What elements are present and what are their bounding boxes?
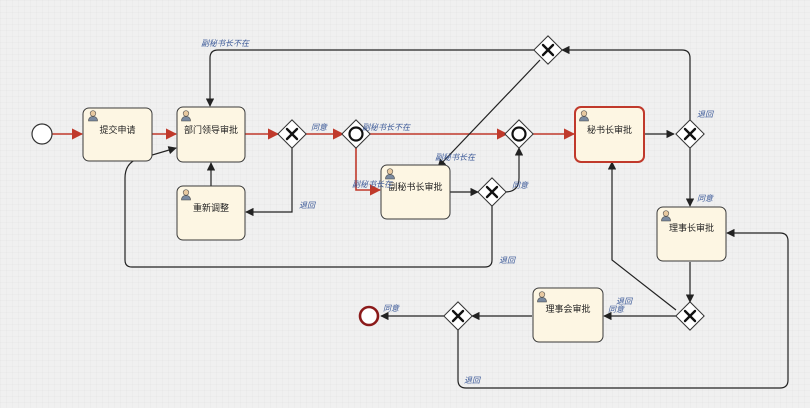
label-return-2: 退回 [499,256,516,265]
gateway-deputy-check[interactable] [341,119,371,149]
x-gateway-icon [541,43,555,57]
circle-gateway-icon [348,126,364,142]
task-submit[interactable]: 提交申请 [82,107,153,162]
circle-gateway-icon [511,126,527,142]
label-deputy-present-1: 副秘书长在 [435,153,476,162]
task-dept-approve[interactable]: 部门领导审批 [176,106,246,163]
task-director-label: 理事长审批 [669,222,714,234]
flow-topgw-dept[interactable] [205,49,534,107]
flow-gwdeputy-dept[interactable] [124,146,493,268]
gateway-top-deputy-check[interactable] [533,35,563,65]
task-council-label: 理事会审批 [545,303,590,315]
task-secretary-approve[interactable]: 秘书长审批 [574,106,645,163]
label-return-3: 退回 [697,110,714,119]
x-gateway-icon [451,309,465,323]
label-return-1: 退回 [299,201,316,210]
start-event[interactable] [31,123,53,145]
label-deputy-absent-top: 副秘书长不在 [201,39,250,48]
x-gateway-icon [285,127,299,141]
task-readjust-label: 重新调整 [193,202,229,214]
label-return-4: 退回 [616,297,633,306]
flow-topgw-deputy[interactable] [437,59,541,168]
label-deputy-present-2: 副秘书长在 [352,180,393,189]
flow-event-deputy[interactable] [355,146,382,196]
flow-gw1-readjust[interactable] [245,148,293,217]
x-gateway-icon [683,127,697,141]
task-director-approve[interactable]: 理事长审批 [656,206,727,262]
gateway-dept-decision[interactable] [277,119,307,149]
gateway-merge[interactable] [504,119,534,149]
task-secretary-label: 秘书长审批 [587,124,632,136]
label-agree-2: 同意 [512,181,529,190]
task-submit-label: 提交申请 [99,124,135,136]
task-readjust[interactable]: 重新调整 [176,185,246,241]
flow-gwdeputy-merge[interactable] [504,147,524,193]
label-agree-3: 同意 [697,194,714,203]
x-gateway-icon [683,309,697,323]
gateway-secretary-decision[interactable] [675,119,705,149]
x-gateway-icon [485,185,499,199]
gateway-director-decision[interactable] [675,301,705,331]
gateway-deputy-decision[interactable] [477,177,507,207]
label-agree-1: 同意 [311,123,328,132]
label-agree-4: 同意 [608,305,625,314]
gateway-council-decision[interactable] [443,301,473,331]
task-council-approve[interactable]: 理事会审批 [532,287,604,343]
label-return-5: 退回 [464,376,481,385]
task-deputy-label: 副秘书长审批 [388,181,442,193]
flow-gwcouncil-director[interactable] [457,228,789,389]
end-event[interactable] [358,305,380,327]
label-deputy-absent-mid: 副秘书长不在 [362,123,411,132]
flow-gwsec-topgw[interactable] [561,45,691,120]
task-dept-label: 部门领导审批 [184,124,238,136]
flow-gwdir-secretary[interactable] [607,161,677,311]
task-deputy-approve[interactable]: 副秘书长审批 [380,164,451,220]
label-agree-end: 同意 [383,304,400,313]
